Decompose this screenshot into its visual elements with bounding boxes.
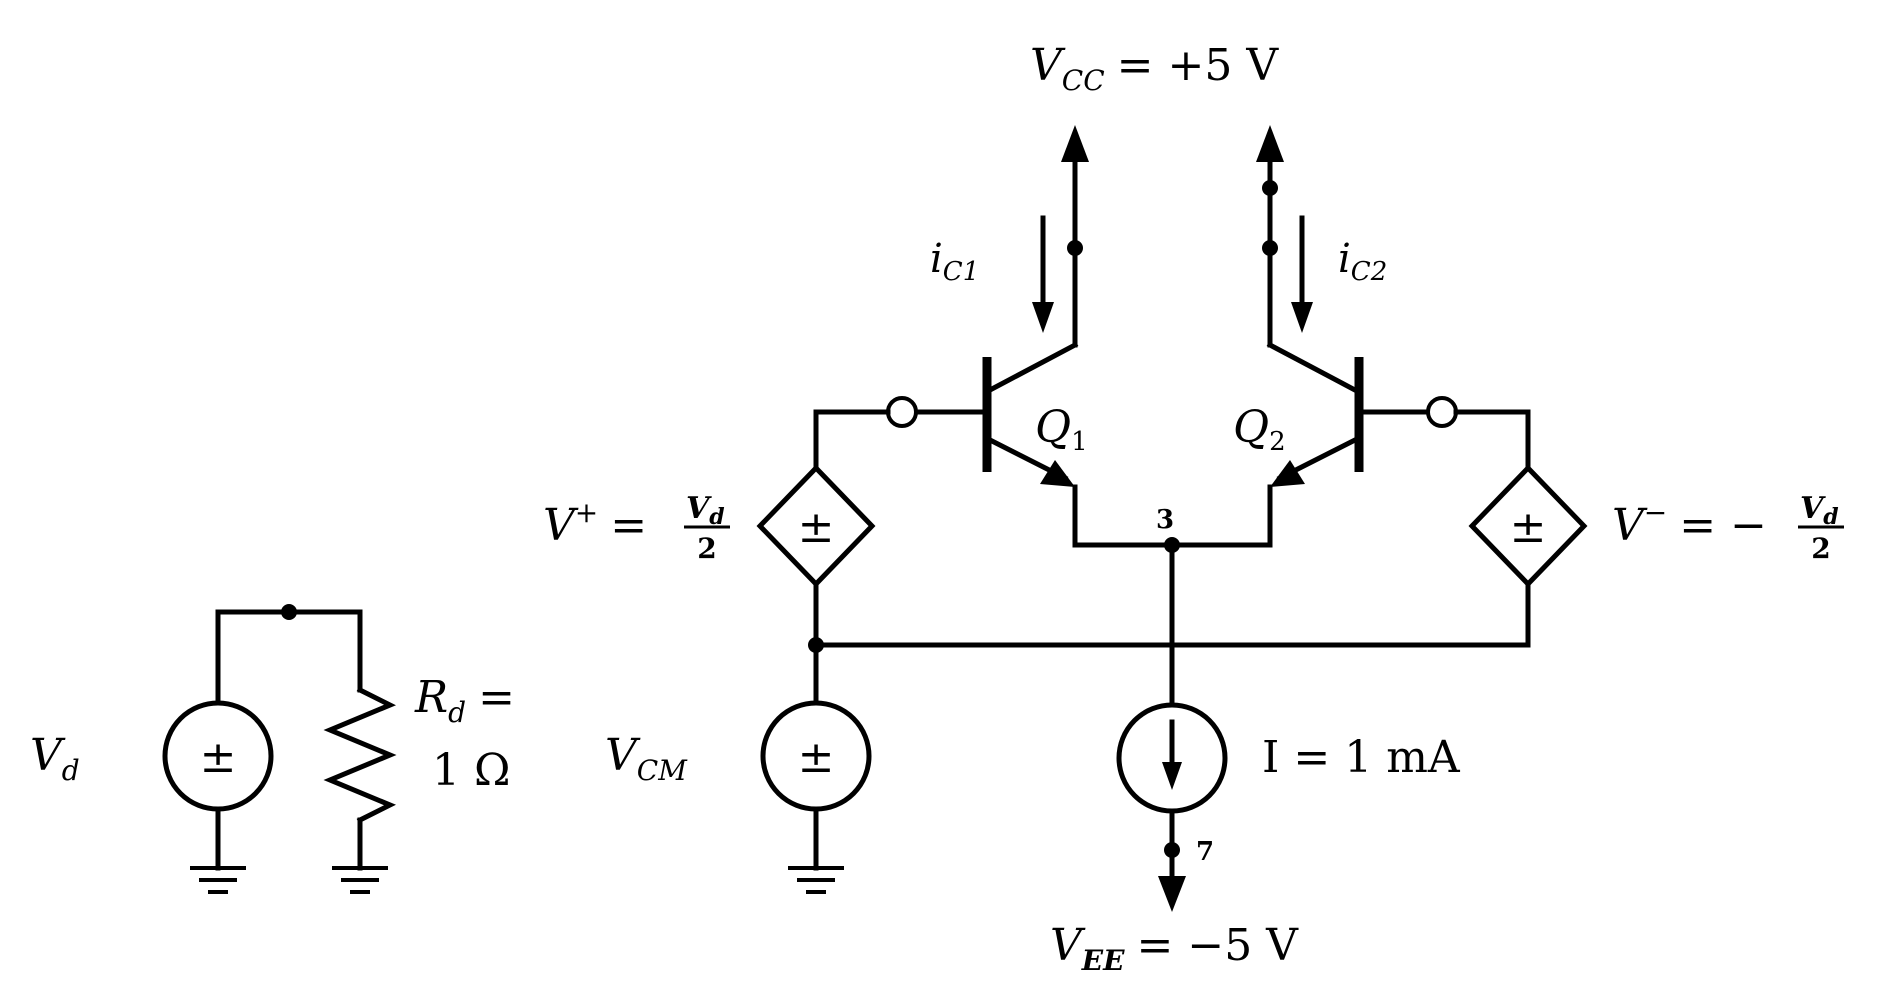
- vd-node-dot: [281, 604, 297, 620]
- vd-top-wire: [215, 609, 363, 706]
- vcc-arrow-right: [1256, 125, 1284, 162]
- ic1-arrow-head: [1032, 302, 1054, 333]
- q2-collector-dot-upper: [1262, 180, 1278, 196]
- svg-text:V−= −: V−= −: [1612, 496, 1767, 551]
- vminus-wire: [1453, 409, 1531, 471]
- common-mode-bus: [813, 581, 1531, 648]
- vd-source-polarity: ±: [200, 732, 237, 783]
- svg-text:2: 2: [1811, 532, 1830, 565]
- vd-ground-icon: [190, 866, 246, 894]
- current-source-label: I = 1 mA: [1262, 732, 1461, 783]
- vminus-source-polarity: ±: [1510, 502, 1547, 553]
- q1-base-terminal: [886, 396, 918, 428]
- q2-base-terminal: [1426, 396, 1458, 428]
- ic2-label: iC2: [1338, 236, 1387, 287]
- vplus-label: V+= Vd 2: [543, 491, 730, 565]
- vcm-source-polarity: ±: [798, 732, 835, 783]
- ic2-arrow-head: [1291, 302, 1313, 333]
- q1-collector-diag: [986, 341, 1079, 394]
- q1-label: Q1: [1035, 402, 1088, 457]
- node7-label: 7: [1196, 837, 1214, 867]
- vee-label: VEE= −5 V: [1050, 920, 1299, 977]
- current-source-arrow-head: [1162, 762, 1182, 790]
- vplus-source-polarity: ±: [798, 502, 835, 553]
- rd-ground-icon: [332, 866, 388, 894]
- vcm-ground-icon: [788, 866, 844, 894]
- vcc-label: VCC= +5 V: [1030, 40, 1279, 97]
- node7-dot: [1164, 842, 1180, 858]
- vcc-arrow-left: [1061, 125, 1089, 162]
- q1-emitter-arrow: [1040, 460, 1075, 487]
- ic1-label: iC1: [930, 236, 979, 287]
- svg-text:2: 2: [697, 532, 716, 565]
- q1-collector-dot: [1067, 240, 1083, 256]
- vd-label: Vd: [30, 730, 80, 787]
- vplus-wire: [813, 409, 891, 471]
- q2-collector-diag: [1266, 341, 1359, 394]
- vminus-label: V−= − Vd 2: [1612, 491, 1844, 565]
- vee-arrow: [1158, 876, 1186, 912]
- svg-text:Vd: Vd: [1800, 491, 1839, 530]
- q2-collector-dot-lower: [1262, 240, 1278, 256]
- node3-label: 3: [1156, 505, 1174, 535]
- rd-resistor: [323, 686, 397, 824]
- rd-label: Rd=: [414, 672, 515, 729]
- vcm-label: VCM: [605, 730, 688, 787]
- q2-emitter-arrow: [1270, 460, 1305, 487]
- q2-label: Q2: [1233, 402, 1286, 457]
- svg-text:Vd: Vd: [686, 491, 725, 530]
- node3-dot: [1164, 537, 1180, 553]
- svg-text:V+=: V+=: [543, 496, 647, 551]
- rd-value: 1 Ω: [432, 745, 510, 796]
